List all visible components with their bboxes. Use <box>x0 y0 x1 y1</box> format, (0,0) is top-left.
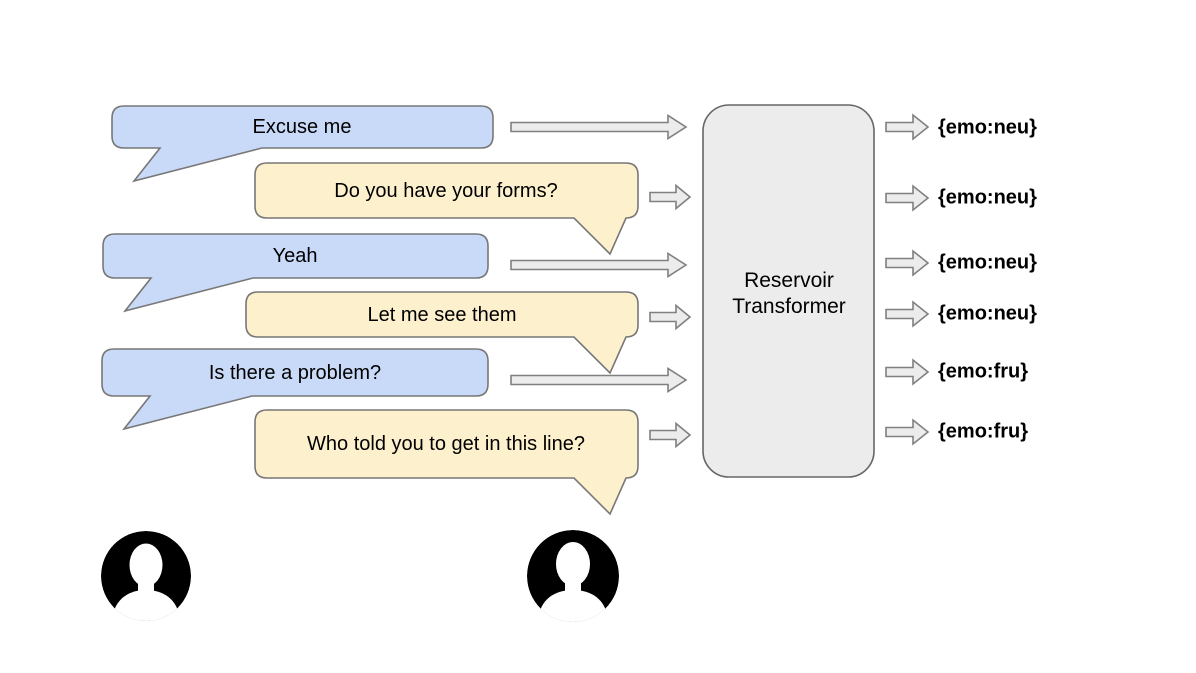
input-arrow-5 <box>510 367 688 393</box>
emotion-label-3: {emo:neu} <box>938 251 1037 274</box>
input-arrow-4 <box>649 303 692 331</box>
speaker-b-avatar-icon <box>527 530 619 622</box>
reservoir-transformer-label: Reservoir Transformer <box>732 268 846 320</box>
speech-bubble-utterance-2 <box>254 162 639 256</box>
input-arrow-3 <box>510 252 688 278</box>
output-arrow-4 <box>885 300 930 328</box>
emotion-label-1: {emo:neu} <box>938 116 1037 139</box>
utterance-4-text: Let me see them <box>367 304 517 326</box>
input-arrow-2 <box>649 183 692 211</box>
utterance-5-text: Is there a problem? <box>208 362 382 384</box>
emotion-label-5: {emo:fru} <box>938 360 1029 383</box>
output-arrow-1 <box>885 113 930 141</box>
emotion-label-6: {emo:fru} <box>938 420 1029 443</box>
reservoir-transformer-label-line2: Transformer <box>732 295 846 318</box>
output-arrow-2 <box>885 184 930 212</box>
utterance-1-text: Excuse me <box>252 116 352 138</box>
output-arrow-6 <box>885 418 930 446</box>
speaker-a-avatar-icon <box>101 531 191 621</box>
output-arrow-3 <box>885 249 930 277</box>
speech-bubble-utterance-4 <box>245 291 639 375</box>
emotion-label-4: {emo:neu} <box>938 302 1037 325</box>
output-arrow-5 <box>885 358 930 386</box>
reservoir-transformer-label-line1: Reservoir <box>744 269 834 292</box>
emotion-label-2: {emo:neu} <box>938 186 1037 209</box>
speech-bubble-utterance-1 <box>111 105 494 183</box>
input-arrow-6 <box>649 421 692 449</box>
utterance-3-text: Yeah <box>272 245 318 267</box>
utterance-6-text: Who told you to get in this line? <box>307 433 585 455</box>
utterance-2-text: Do you have your forms? <box>334 180 558 202</box>
speech-bubble-utterance-5 <box>101 348 489 431</box>
speech-bubble-utterance-6 <box>254 409 639 516</box>
speech-bubble-utterance-3 <box>102 233 489 313</box>
input-arrow-1 <box>510 114 688 140</box>
reservoir-transformer-box <box>702 104 875 478</box>
